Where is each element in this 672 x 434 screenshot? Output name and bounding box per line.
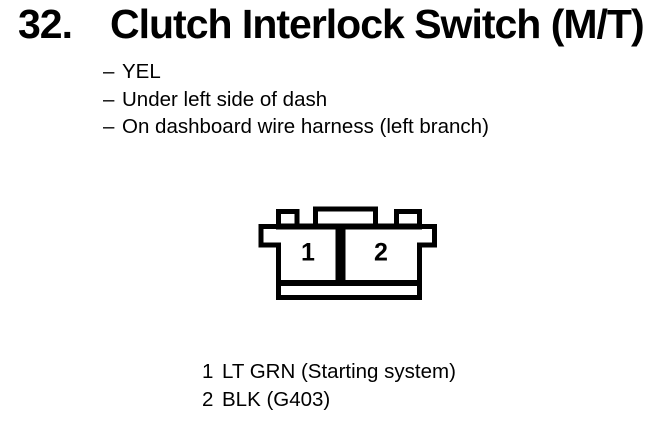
section-number: 32.	[18, 1, 73, 47]
detail-text: On dashboard wire harness (left branch)	[122, 115, 489, 138]
legend-pin-label: LT GRN (Starting system)	[222, 360, 456, 383]
detail-text: Under left side of dash	[122, 87, 328, 111]
detail-item-harness: –On dashboard wire harness (left branch)	[103, 113, 489, 141]
legend-row-pin1: 1 LT GRN (Starting system)	[202, 358, 456, 386]
legend-pin-number: 1	[202, 360, 214, 383]
detail-item-location: –Under left side of dash	[103, 86, 489, 114]
legend-pin-number: 2	[202, 388, 214, 411]
cavity-divider	[335, 223, 346, 286]
dash-bullet: –	[103, 115, 115, 138]
dash-bullet: –	[103, 60, 115, 83]
legend-pin-label: BLK (G403)	[222, 388, 331, 411]
detail-text: YEL	[122, 60, 161, 83]
cavity-bottom-edge	[276, 280, 422, 286]
detail-item-wire-color: –YEL	[103, 58, 489, 86]
page-title: Clutch Interlock Switch (M/T)	[110, 1, 645, 47]
cavity-number-2: 2	[374, 239, 388, 267]
detail-list: –YEL –Under left side of dash –On dashbo…	[103, 58, 489, 141]
connector-top-edge	[276, 223, 422, 230]
dash-bullet: –	[103, 87, 115, 111]
cavity-number-1: 1	[301, 239, 315, 267]
legend-row-pin2: 2 BLK (G403)	[202, 386, 456, 414]
pin-legend: 1 LT GRN (Starting system) 2 BLK (G403)	[202, 358, 456, 414]
